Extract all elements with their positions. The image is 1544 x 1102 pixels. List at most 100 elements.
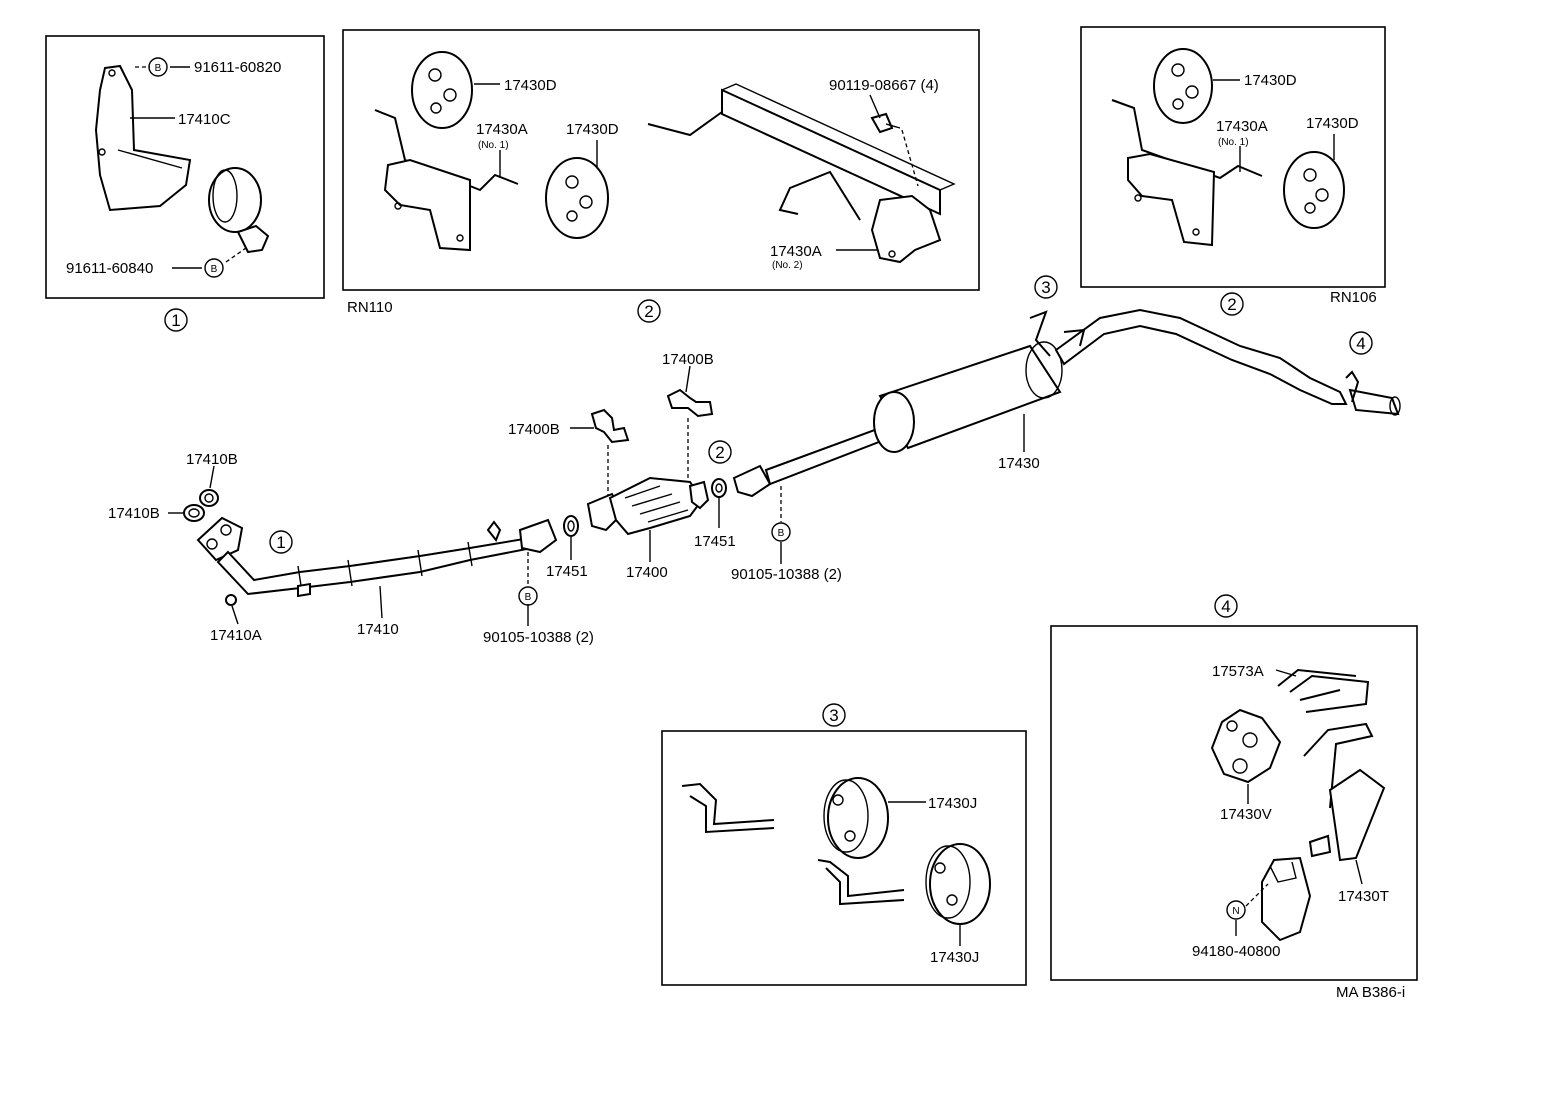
callout-4: 4 (1356, 334, 1365, 353)
hanger-17430a-no1 (374, 109, 519, 252)
catalytic-converter-17400 (586, 476, 710, 536)
marker-b-circle (148, 57, 168, 77)
marker-n-circle (1226, 900, 1246, 920)
callout-2-circle (1220, 292, 1244, 316)
label-90105-10388-front: 90105-10388 (2) (483, 629, 594, 646)
callout-4-circle (1214, 594, 1238, 618)
panel-2-rn106-hangers: 17430D 17430A (No. 1) 17430D RN106 2 (1080, 26, 1386, 316)
nut-17410a (225, 594, 237, 606)
label-17400b: 17400B (508, 421, 560, 438)
marker-n-letter: N (1232, 906, 1239, 917)
front-pipe-17410 (216, 536, 534, 596)
callout-2-circle (708, 440, 732, 464)
callout-1-circle (164, 308, 188, 332)
bolt-90119-08667 (870, 112, 901, 134)
front-pipe-rear-flange (518, 518, 558, 554)
muffler-17430 (873, 341, 1063, 453)
insulator-17430d-top-rn106 (1153, 48, 1213, 124)
label-no1: (No. 1) (1218, 137, 1249, 148)
callout-4: 4 (1221, 597, 1230, 616)
exhaust-main-assembly: B B 17410B 17410B 17410A 17410 90105-103… (108, 275, 1401, 646)
label-17430d: 17430D (1306, 115, 1359, 132)
label-17430j: 17430J (930, 949, 979, 966)
gasket-17410b-lower (183, 504, 205, 522)
bracket-17400b-left (590, 408, 630, 444)
tail-pipe-front-section (764, 426, 886, 486)
label-17430a-no2: 17430A (770, 243, 822, 260)
label-17430j: 17430J (928, 795, 977, 812)
marker-b-letter: B (778, 528, 785, 539)
callout-2: 2 (644, 302, 653, 321)
variant-rn110: RN110 (347, 299, 393, 316)
label-17410b: 17410B (186, 451, 238, 468)
cushion-17430j-top (823, 777, 889, 859)
label-17430a: 17430A (1216, 118, 1268, 135)
gasket-17451-front (563, 515, 579, 537)
label-17430d: 17430D (504, 77, 557, 94)
insulator-17430d-mid (545, 157, 609, 239)
callout-2-circle (637, 299, 661, 323)
label-90105-10388-rear: 90105-10388 (2) (731, 566, 842, 583)
callout-2: 2 (715, 443, 724, 462)
label-17430t: 17430T (1338, 888, 1389, 905)
marker-b-circle (204, 258, 224, 278)
label-17430d: 17430D (566, 121, 619, 138)
callout-1: 1 (276, 533, 285, 552)
insulator-17430d-top (411, 51, 473, 129)
gasket-17410b-upper (199, 489, 219, 507)
label-17410a: 17410A (210, 627, 262, 644)
panel-3-frame (661, 730, 1027, 986)
callout-3-circle (1034, 275, 1058, 299)
tail-pipe-front-flange (732, 464, 772, 498)
label-91611-60820: 91611-60820 (194, 59, 281, 76)
marker-b-circle (771, 522, 791, 542)
support-17430t (1303, 722, 1386, 862)
bracket-17573a (1277, 668, 1370, 713)
crossmember (647, 83, 956, 221)
insulator-17430v (1210, 708, 1282, 784)
label-17400b: 17400B (662, 351, 714, 368)
callout-2: 2 (1227, 295, 1236, 314)
insulator-17430d-right-rn106 (1283, 151, 1345, 229)
clamp-bolt-tab (236, 224, 270, 254)
clamp-with-nut (1261, 856, 1312, 942)
label-no1: (No. 1) (478, 140, 509, 151)
tail-pipe-rear-section (1054, 308, 1348, 405)
label-94180-40800: 94180-40800 (1192, 943, 1280, 960)
exhaust-clamp (208, 167, 262, 233)
label-17410b: 17410B (108, 505, 160, 522)
label-17430d: 17430D (1244, 72, 1297, 89)
callout-1: 1 (171, 311, 180, 330)
marker-b-letter: B (211, 264, 218, 275)
bracket-17400b-right (666, 388, 714, 418)
callout-4-circle (1349, 331, 1373, 355)
panel-3-cushion-detail: 17430J 17430J 3 (661, 703, 1027, 986)
label-17430: 17430 (998, 455, 1040, 472)
cushion-17430j-bottom (925, 843, 991, 925)
hanger-17430a-no2 (870, 194, 942, 264)
panel-2-rn110-frame (342, 29, 980, 291)
panel-2-rn110-hangers: 17430D 17430A (No. 1) 17430D 90119-08667… (342, 29, 980, 323)
callout-3-circle (822, 703, 846, 727)
panel-4-tail-support-detail: N 17573A 17430V 17430T 94180-40800 4 (1050, 594, 1418, 981)
label-17430a: 17430A (476, 121, 528, 138)
variant-rn106: RN106 (1330, 289, 1377, 306)
label-17573a: 17573A (1212, 663, 1264, 680)
marker-b-letter: B (155, 63, 162, 74)
label-17410: 17410 (357, 621, 399, 638)
panel-4-frame (1050, 625, 1418, 981)
label-17451: 17451 (694, 533, 736, 550)
hanger-17430a-rn106 (1111, 99, 1263, 247)
callout-1-circle (269, 530, 293, 554)
label-91611-60840: 91611-60840 (66, 260, 153, 277)
label-17400: 17400 (626, 564, 668, 581)
label-90119-08667: 90119-08667 (4) (829, 77, 939, 94)
label-17430v: 17430V (1220, 806, 1272, 823)
panel-2-rn106-frame (1080, 26, 1386, 288)
panel-1-frame (45, 35, 325, 299)
pipe-bracket (486, 520, 502, 542)
diagram-reference-code: MA B386-i (1336, 984, 1405, 1001)
hanger-rod (681, 782, 775, 826)
marker-b-circle (518, 586, 538, 606)
